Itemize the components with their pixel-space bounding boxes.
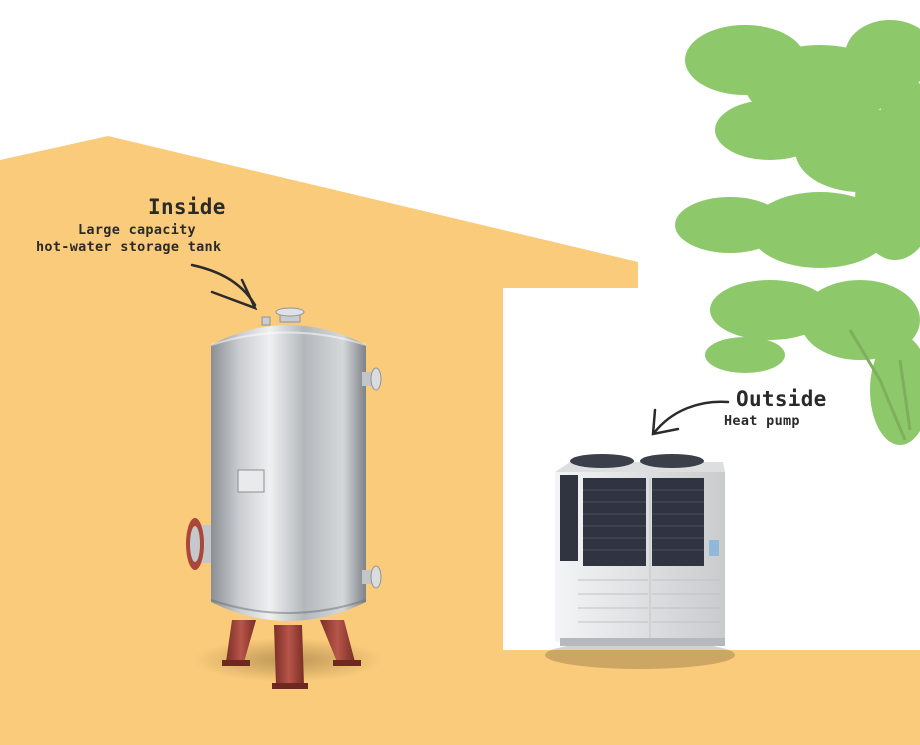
inside-line-1: Large capacity (78, 222, 196, 238)
outside-title: Outside (736, 387, 827, 411)
inside-line-2: hot-water storage tank (36, 239, 222, 255)
tank-legs (222, 620, 361, 689)
heat-pump-unit (545, 454, 735, 669)
tree-foliage (675, 20, 920, 445)
inside-arrow (190, 263, 258, 311)
outside-line-1: Heat pump (724, 413, 800, 429)
tree-trunk (848, 329, 912, 441)
outside-arrow (651, 400, 730, 436)
inside-title: Inside (148, 195, 226, 219)
storage-tank (210, 307, 382, 621)
